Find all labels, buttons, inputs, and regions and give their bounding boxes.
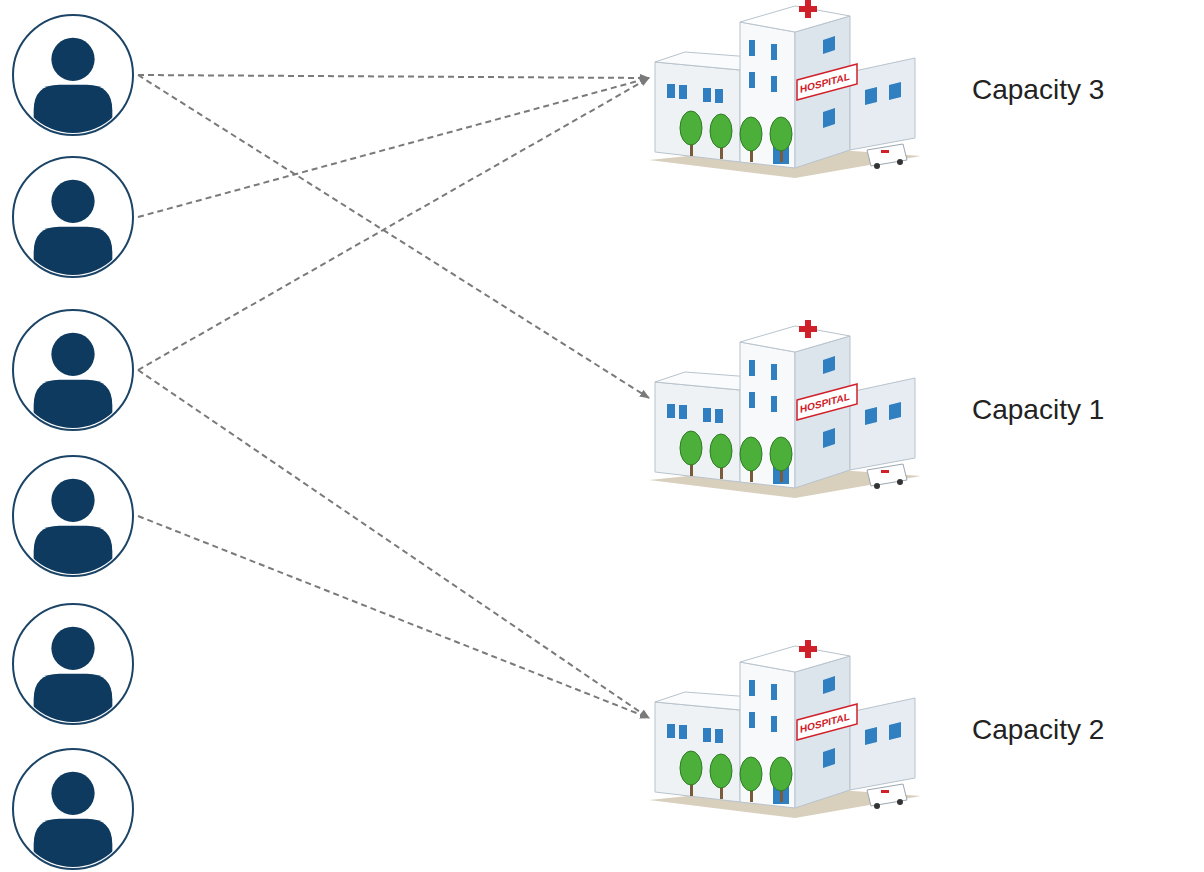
- dashed-connector: [138, 516, 649, 718]
- person-icon: [12, 748, 134, 870]
- hospital-building: [645, 640, 925, 820]
- hospital: HOSPITALCapacity 3: [645, 0, 1112, 180]
- dashed-connector: [138, 78, 649, 370]
- person-silhouette: [14, 311, 132, 429]
- person-silhouette: [14, 750, 132, 868]
- capacity-label: Capacity 3: [972, 73, 1104, 107]
- dashed-connector: [138, 75, 649, 398]
- hospital: HOSPITALCapacity 1: [645, 320, 1112, 500]
- hospital: HOSPITALCapacity 2: [645, 640, 1112, 820]
- hospital-building: [645, 0, 925, 180]
- person-icon: [12, 309, 134, 431]
- hospital-building: [645, 320, 925, 500]
- capacity-label: Capacity 1: [972, 393, 1104, 427]
- person-silhouette: [14, 158, 132, 276]
- person-icon: [12, 14, 134, 136]
- capacity-label: Capacity 2: [972, 713, 1104, 747]
- person-icon: [12, 603, 134, 725]
- dashed-connector: [138, 370, 649, 718]
- dashed-connector: [138, 78, 649, 217]
- person-icon: [12, 455, 134, 577]
- person-silhouette: [14, 16, 132, 134]
- dashed-connector: [138, 75, 649, 78]
- person-silhouette: [14, 605, 132, 723]
- person-silhouette: [14, 457, 132, 575]
- person-icon: [12, 156, 134, 278]
